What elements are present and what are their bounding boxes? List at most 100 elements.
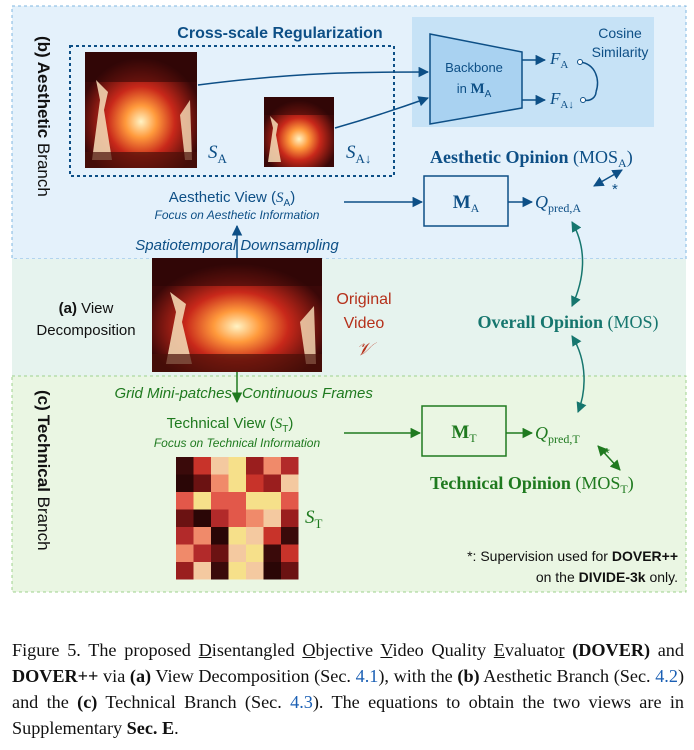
minipatch-cell [281,562,299,580]
minipatch-cell [228,544,246,562]
technical-opinion-label: Technical Opinion (MOST) [430,473,634,496]
minipatch-cell [211,509,229,527]
qpred-t-label: Qpred,T [535,423,580,446]
minipatch-cell [176,562,194,580]
minipatch-cell [228,562,246,580]
aesthetic-branch-label: (b)Aesthetic Branch [34,36,53,197]
minipatch-cell [263,457,281,475]
minipatch-cell [176,509,194,527]
sa-label: SA [208,142,228,166]
minipatch-cell [263,544,281,562]
arrow-q-mos-a [593,169,623,187]
original-label: Original [336,291,391,308]
minipatch-cell [176,457,194,475]
minipatch-cell [211,492,229,510]
minipatch-cell [246,544,264,562]
arrow-overall-qt [571,335,587,413]
minipatch-cell [193,527,211,545]
minipatch-cell [263,509,281,527]
minipatch-cell [211,527,229,545]
st-label: ST [305,507,323,531]
technical-view-label: Technical View (ST) [167,415,294,435]
minipatch-cell [193,562,211,580]
aesthetic-star: * [612,181,618,198]
cosine-label: Cosine [598,25,642,41]
dover-diagram: (b)Aesthetic Branch (c)Technical Branch … [11,5,687,593]
aesthetic-downsampled-image [264,97,334,167]
aesthetic-opinion-label: Aesthetic Opinion (MOSA) [430,147,633,170]
minipatch-cell [263,562,281,580]
minipatch-cell [176,544,194,562]
minipatch-cell [193,544,211,562]
minipatch-cell [176,492,194,510]
aesthetic-focus-label: Focus on Aesthetic Information [155,208,320,222]
arrow-sa-to-backbone [197,66,430,86]
arrow-q-mos-t [597,445,621,471]
minipatch-cell [281,474,299,492]
technical-star: * [604,445,610,462]
cosine-dot-bottom [580,97,586,103]
decomposition-label: Decomposition [36,322,135,339]
minipatch-cell [176,527,194,545]
minipatch-cell [228,474,246,492]
fad-label: FA↓ [549,89,574,111]
ma-box [423,175,509,227]
minipatch-cell [193,492,211,510]
backbone-model-label: in MA [457,81,492,100]
spatiotemporal-label: Spatiotemporal Downsampling [135,237,339,254]
cosine-connector [579,61,599,93]
mt-box [421,405,507,457]
overall-opinion-label: Overall Opinion (MOS) [477,312,658,333]
minipatch-cell [263,527,281,545]
minipatch-cell [193,474,211,492]
backbone-label: Backbone [445,60,503,75]
backbone-block [429,33,523,125]
aesthetic-sample-image [85,52,197,168]
minipatch-cell [176,474,194,492]
minipatch-cell [246,457,264,475]
minipatch-cell [228,509,246,527]
minipatch-cell [263,492,281,510]
minipatch-cell [211,544,229,562]
minipatch-cell [281,492,299,510]
minipatch-cell [193,509,211,527]
minipatch-cell [211,474,229,492]
minipatch-cell [228,457,246,475]
grid-minipatches-label: Grid Mini-patches [114,385,232,402]
arrow-sad-to-backbone [334,96,429,129]
original-video-image [152,258,322,372]
minipatch-cell [193,457,211,475]
cross-scale-title: Cross-scale Regularization [177,25,382,42]
technical-focus-label: Focus on Technical Information [154,436,321,450]
fa-label: FA [549,49,568,71]
sad-label: SA↓ [346,142,371,166]
minipatch-cell [281,544,299,562]
minipatch-cell [281,527,299,545]
minipatch-cell [246,527,264,545]
minipatch-cell [246,562,264,580]
view-decomposition-label: (a) View [59,300,114,317]
continuous-frames-label: Continuous Frames [242,385,373,402]
minipatch-cell [228,492,246,510]
similarity-label: Similarity [592,44,649,60]
technical-branch-label: (c)Technical Branch [34,390,53,551]
aesthetic-view-label: Aesthetic View (SA) [169,189,295,209]
minipatch-cell [211,457,229,475]
cosine-dot-top [577,59,583,65]
minipatch-cell [246,474,264,492]
ma-label: MA [453,192,480,215]
minipatch-cell [263,474,281,492]
minipatch-cell [281,457,299,475]
figure-caption: Figure 5. The proposed Disentangled Obje… [12,640,684,738]
minipatch-cell [246,492,264,510]
arrow-qa-overall [571,221,584,307]
mt-label: MT [451,422,477,445]
minipatch-cell [228,527,246,545]
video-label: Video [344,315,385,332]
qpred-a-label: Qpred,A [535,192,581,215]
cross-scale-box [69,45,395,177]
supervision-note-line1: *: Supervision used for DOVER++ [467,548,678,564]
supervision-note-line2: on the DIVIDE-3k only. [536,569,678,585]
minipatch-cell [281,509,299,527]
minipatch-cell [211,562,229,580]
